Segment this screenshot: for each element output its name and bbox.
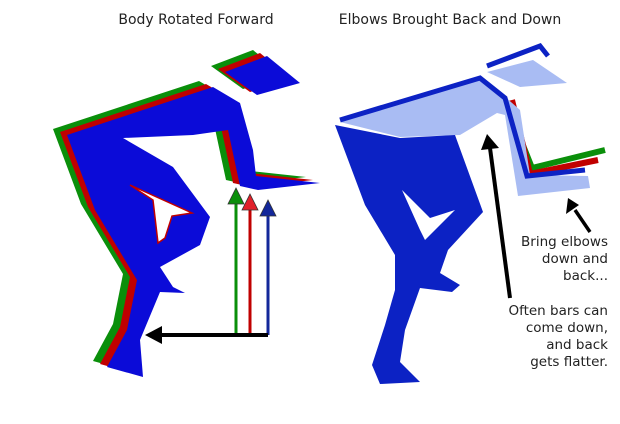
title-elbows-brought-back: Elbows Brought Back and Down bbox=[338, 12, 562, 28]
title-body-rotated: Body Rotated Forward bbox=[118, 12, 274, 28]
elbow-arrowhead-icon bbox=[566, 198, 579, 214]
head-outline bbox=[486, 43, 550, 69]
blue-arrowhead-icon bbox=[259, 199, 277, 217]
back-arrow bbox=[488, 147, 512, 299]
note-line: and back bbox=[546, 337, 608, 353]
red-arrowhead-icon bbox=[241, 193, 259, 211]
legs-dark bbox=[335, 125, 483, 384]
head-light bbox=[487, 60, 567, 87]
body-blue-position bbox=[67, 56, 320, 377]
note-line: back... bbox=[563, 268, 608, 284]
black-arrowhead-icon bbox=[145, 326, 162, 344]
elbow-arrow bbox=[573, 209, 592, 233]
note-line: Bring elbows bbox=[521, 234, 608, 250]
note-line: come down, bbox=[525, 320, 608, 336]
back-arrowhead-icon bbox=[481, 134, 499, 150]
note-line: gets flatter. bbox=[530, 354, 608, 370]
note-line: down and bbox=[541, 251, 608, 267]
note-bring-elbows: Bring elbows down and back... bbox=[521, 234, 608, 285]
leg-gap bbox=[129, 184, 195, 245]
note-bars-come-down: Often bars can come down, and back gets … bbox=[508, 303, 608, 371]
torso-light bbox=[340, 80, 590, 196]
green-arrowhead-icon bbox=[227, 187, 245, 205]
leg-gap-right bbox=[402, 190, 455, 240]
note-line: Often bars can bbox=[508, 303, 608, 319]
back-outline bbox=[339, 75, 586, 179]
